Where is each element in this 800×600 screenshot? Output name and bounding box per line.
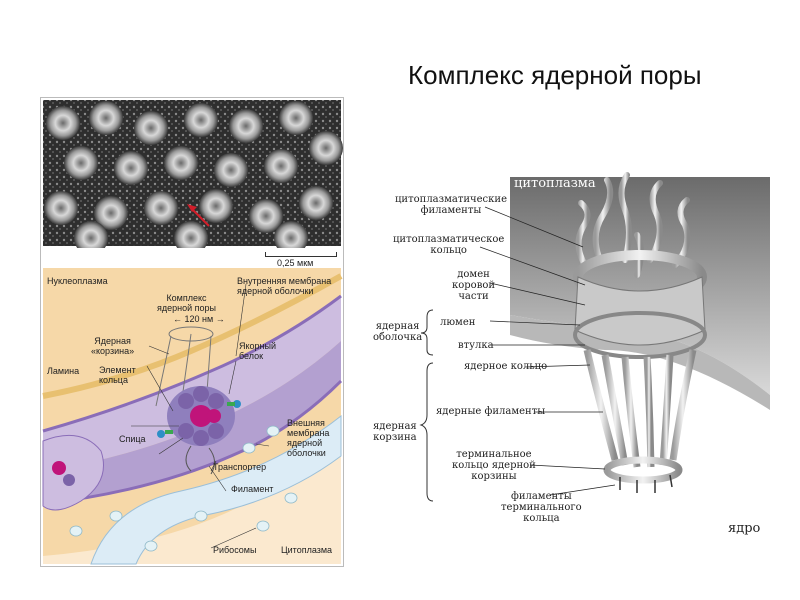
label-basket: Ядерная «корзина» xyxy=(91,336,134,356)
label-lamina: Ламина xyxy=(47,366,80,376)
label-ring-element-line2: кольца xyxy=(99,375,128,385)
label-inner-membrane: Внутренняя мембрана ядерной оболочки xyxy=(237,276,331,296)
pore-particle xyxy=(199,189,233,223)
label-basket-line1: Ядерная xyxy=(94,336,131,346)
label-anchor-line1: Якорный xyxy=(239,341,277,351)
model-label-nucleus: ядро xyxy=(728,521,761,536)
pore-particle xyxy=(174,221,208,248)
label-transporter: Транспортер xyxy=(213,462,267,472)
label-inner-membrane-line2: ядерной оболочки xyxy=(237,286,314,296)
label-outer-membrane-line4: оболочки xyxy=(287,448,326,458)
label-inner-membrane-line1: Внутренняя мембрана xyxy=(237,276,332,286)
label-outer-membrane-line3: ядерной xyxy=(287,438,323,448)
model-label-envelope-line1: ядерная xyxy=(375,321,420,332)
model-label-bushing: втулка xyxy=(458,340,494,351)
label-filament: Филамент xyxy=(231,484,274,494)
pore-particle xyxy=(264,149,298,183)
model-label-core-domain-line1: домен xyxy=(457,269,490,280)
pore-particle xyxy=(114,151,148,185)
pore-particle xyxy=(74,221,108,248)
pore-particle xyxy=(214,153,248,187)
model-label-envelope: ядерная оболочка xyxy=(373,321,422,343)
model-label-nuclear-ring: ядерное кольцо xyxy=(464,361,548,372)
model-label-basket-line2: корзина xyxy=(373,432,417,443)
model-label-cytoplasm: цитоплазма xyxy=(514,176,596,191)
model-label-cyto-filaments-line1: цитоплазматические xyxy=(395,194,507,205)
label-basket-line2: «корзина» xyxy=(91,346,135,356)
pore-particle xyxy=(46,106,80,140)
model-label-terminal-filaments: филаменты терминального кольца xyxy=(501,491,582,524)
label-size-value: 120 нм xyxy=(184,314,214,324)
pore-particle xyxy=(309,131,343,165)
pore-scheme xyxy=(42,268,343,565)
pore-particle xyxy=(274,221,308,248)
pore-particle xyxy=(279,101,313,135)
arrow-marker xyxy=(190,207,210,227)
model-label-core-domain-line2: коровой xyxy=(452,280,496,291)
model-label-terminal-filaments-line2: терминального xyxy=(501,502,582,513)
label-outer-membrane-line2: мембрана xyxy=(287,428,330,438)
pore-particle xyxy=(184,103,218,137)
pore-particle xyxy=(144,191,178,225)
pore-particle xyxy=(229,109,263,143)
model-label-basket-line1: ядерная xyxy=(373,421,417,432)
model-label-terminal-ring-line1: терминальное xyxy=(456,449,532,460)
label-anchor: Якорный белок xyxy=(239,341,276,361)
model-label-cyto-ring: цитоплазматическое кольцо xyxy=(393,234,504,256)
model-label-cyto-filaments-line2: филаменты xyxy=(420,205,482,216)
slide-title: Комплекс ядерной поры xyxy=(408,60,702,90)
pore-particle xyxy=(164,146,198,180)
model-label-cyto-ring-line2: кольцо xyxy=(430,245,467,256)
model-label-core-domain-line3: части xyxy=(458,291,489,302)
label-pore-complex-line1: Комплекс xyxy=(166,293,207,303)
label-outer-membrane-line1: Внешняя xyxy=(287,418,325,428)
label-ribosomes: Рибосомы xyxy=(213,545,257,555)
model-label-terminal-ring-line3: корзины xyxy=(471,471,517,482)
pore-particle xyxy=(64,146,98,180)
pore-particle xyxy=(44,191,78,225)
label-anchor-line2: белок xyxy=(239,351,264,361)
label-size: ← 120 нм → xyxy=(173,314,225,324)
model-label-cyto-filaments: цитоплазматические филаменты xyxy=(395,194,507,216)
label-ring-element: Элемент кольца xyxy=(99,365,136,385)
model-label-core-domain: домен коровой части xyxy=(452,269,495,302)
model-label-terminal-filaments-line3: кольца xyxy=(523,513,560,524)
label-spoke: Спица xyxy=(119,434,146,444)
pore-particle xyxy=(134,111,168,145)
pore-particle xyxy=(249,199,283,233)
pore-particle xyxy=(299,186,333,220)
model-label-basket: ядерная корзина xyxy=(373,421,417,443)
model-label-cyto-ring-line1: цитоплазматическое xyxy=(393,234,505,245)
label-outer-membrane: Внешняя мембрана ядерной оболочки xyxy=(287,418,329,458)
electron-micrograph xyxy=(43,100,343,248)
model-label-terminal-filaments-line1: филаменты xyxy=(511,491,572,502)
model-label-lumen: люмен xyxy=(440,317,476,328)
model-label-terminal-ring-line2: кольцо ядерной xyxy=(452,460,536,471)
model-label-terminal-ring: терминальное кольцо ядерной корзины xyxy=(452,449,536,482)
pore-3d-model xyxy=(419,172,770,502)
pore-particle xyxy=(94,196,128,230)
label-pore-complex-line2: ядерной поры xyxy=(157,303,216,313)
left-figure-panel: 0,25 мкм xyxy=(40,97,344,567)
scale-bar xyxy=(265,252,337,257)
model-label-nuclear-filaments: ядерные филаменты xyxy=(436,406,546,417)
pore-particle xyxy=(89,101,123,135)
label-pore-complex: Комплекс ядерной поры xyxy=(157,293,216,313)
scale-label: 0,25 мкм xyxy=(277,258,314,268)
label-cytoplasm: Цитоплазма xyxy=(281,545,333,555)
label-nucleoplasm: Нуклеоплазма xyxy=(47,276,108,286)
model-label-envelope-line2: оболочка xyxy=(373,332,423,343)
label-ring-element-line1: Элемент xyxy=(99,365,136,375)
